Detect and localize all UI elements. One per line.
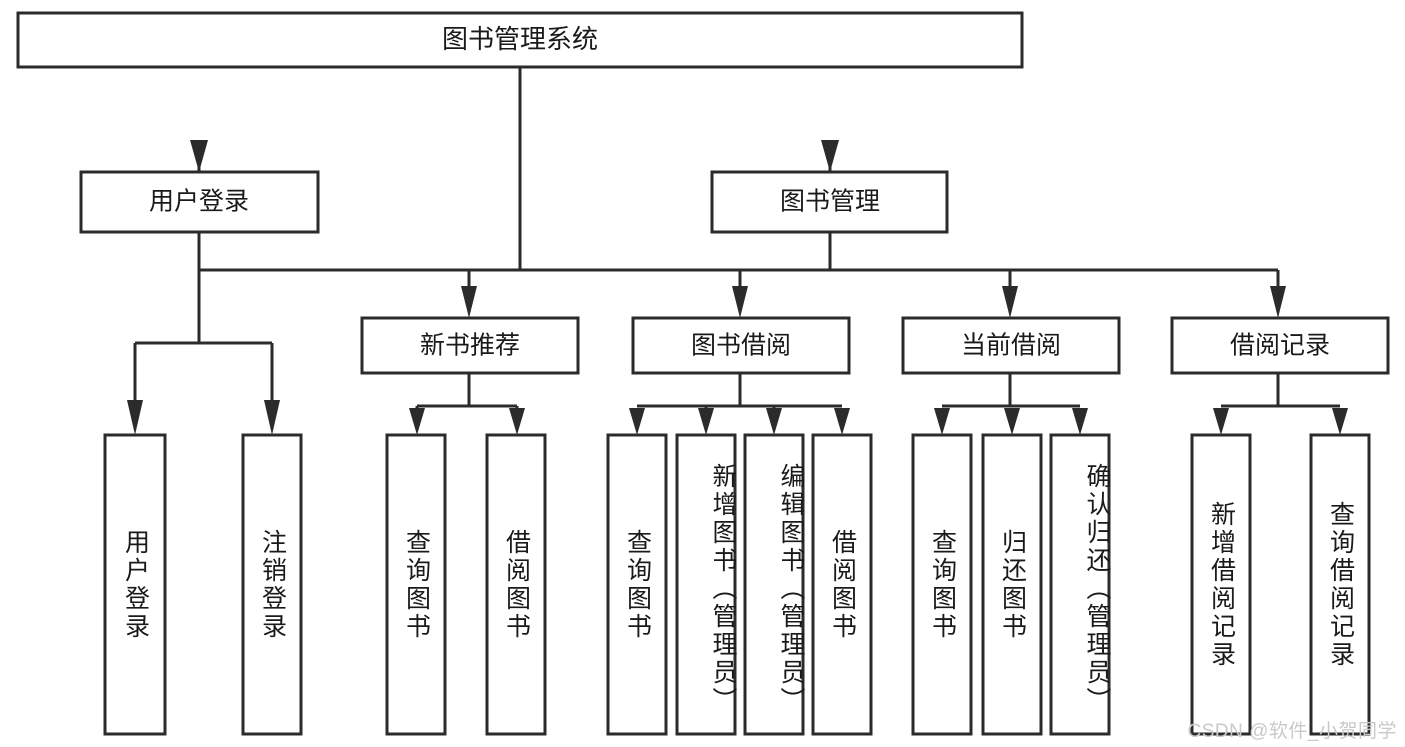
node-root[interactable]: 图书管理系统 [16,11,1024,69]
node-root-label: 图书管理系统 [442,24,598,54]
arrow-down-icon [834,408,850,435]
arrow-down-icon [732,286,748,318]
connector-group-root [197,67,832,272]
leaf-box-group [103,433,1371,736]
arrow-down-icon [461,286,477,318]
connector-group-bookmanage [461,232,1286,318]
node-borrow-record[interactable]: 借阅记录 [1170,316,1390,375]
arrow-down-icon [1002,286,1018,318]
node-leaf-add-book-box[interactable] [675,433,737,736]
arrow-down-icon [629,408,645,435]
arrow-down-icon [264,400,280,435]
arrowhead-group-level2 [190,140,839,172]
node-leaf-add-record-box[interactable] [1190,433,1252,736]
connector-group-currentborrow [934,373,1088,435]
arrow-down-icon [766,408,782,435]
node-user-login-label: 用户登录 [149,188,249,216]
node-book-manage[interactable]: 图书管理 [710,170,949,234]
arrow-down-icon [509,408,525,435]
node-new-book-rec-label: 新书推荐 [420,332,520,360]
node-current-borrow-box[interactable] [901,316,1121,375]
node-leaf-query-book-1-box[interactable] [385,433,447,736]
node-book-borrow-label: 图书借阅 [691,332,791,360]
arrow-down-icon [1004,408,1020,435]
node-borrow-record-label: 借阅记录 [1230,332,1330,360]
node-leaf-confirm-return-box[interactable] [1049,433,1111,736]
arrow-down-icon [934,408,950,435]
node-user-login-box[interactable] [79,170,320,234]
node-book-manage-label: 图书管理 [780,188,880,216]
arrow-down-icon [1332,408,1348,435]
node-book-borrow[interactable]: 图书借阅 [631,316,851,375]
node-new-book-rec[interactable]: 新书推荐 [360,316,580,375]
node-leaf-user-login-box[interactable] [103,433,167,736]
node-leaf-logout-box[interactable] [241,433,303,736]
node-leaf-borrow-book-1-box[interactable] [485,433,547,736]
node-book-manage-box[interactable] [710,170,949,234]
arrow-down-icon [698,408,714,435]
connector-group-borrowrecord [1213,373,1348,435]
node-root-box[interactable] [16,11,1024,69]
arrow-down-icon [1270,286,1286,318]
node-new-book-rec-box[interactable] [360,316,580,375]
node-leaf-borrow-book-2-box[interactable] [811,433,873,736]
node-leaf-query-book-2-box[interactable] [606,433,668,736]
connector-group-userlogin [127,232,280,435]
node-user-login[interactable]: 用户登录 [79,170,320,234]
arrow-down-icon [1213,408,1229,435]
connector-group-newbookrec [409,373,525,435]
node-leaf-return-book-box[interactable] [981,433,1043,736]
arrow-down-icon [1072,408,1088,435]
arrow-down-icon [190,140,208,172]
node-leaf-query-record-box[interactable] [1309,433,1371,736]
arrow-down-icon [409,408,425,435]
arrow-down-icon [127,400,143,435]
arrow-down-icon [821,140,839,172]
node-leaf-edit-book-box[interactable] [743,433,805,736]
node-leaf-query-book-3-box[interactable] [911,433,973,736]
node-current-borrow[interactable]: 当前借阅 [901,316,1121,375]
node-current-borrow-label: 当前借阅 [961,332,1061,360]
node-book-borrow-box[interactable] [631,316,851,375]
connector-group-bookborrow [629,373,850,435]
watermark-text: CSDN @软件_小贺同学 [1187,721,1397,742]
node-borrow-record-box[interactable] [1170,316,1390,375]
